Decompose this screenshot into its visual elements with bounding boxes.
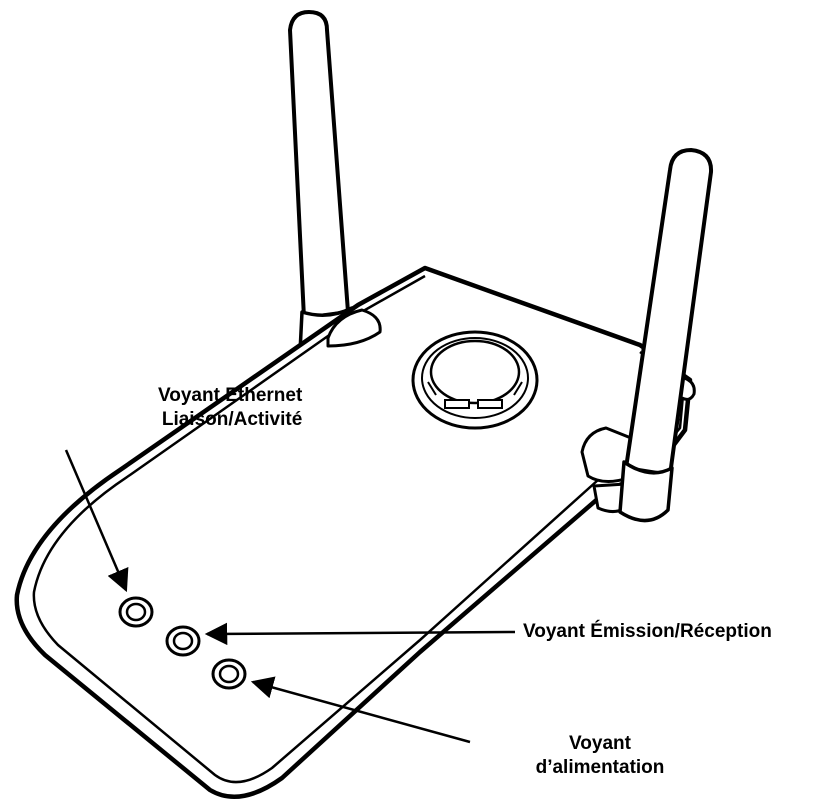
power-led — [211, 658, 247, 690]
device-body — [14, 265, 696, 799]
tx-rx-led-label-text: Voyant Émission/Réception — [523, 621, 772, 642]
ethernet-led-label: Voyant Ethernet Liaison/Activité — [158, 384, 302, 432]
power-led-arrow — [250, 676, 471, 744]
power-led-label-line2: d’alimentation — [535, 757, 665, 778]
ethernet-led-arrow — [64, 449, 129, 593]
power-led-label-line1: Voyant — [569, 733, 631, 754]
tx-rx-led-arrow — [204, 622, 516, 646]
right-antenna — [580, 148, 714, 523]
top-vent — [411, 330, 539, 430]
ethernet-led — [118, 596, 154, 628]
ethernet-led-label-line2: Liaison/Activité — [161, 409, 303, 430]
left-antenna — [288, 10, 354, 358]
tx-rx-led — [165, 625, 201, 657]
tx-rx-led-label: Voyant Émission/Réception — [523, 620, 772, 644]
power-led-label: Voyant d’alimentation — [470, 732, 730, 780]
ethernet-led-label-line1: Voyant Ethernet — [158, 385, 303, 406]
